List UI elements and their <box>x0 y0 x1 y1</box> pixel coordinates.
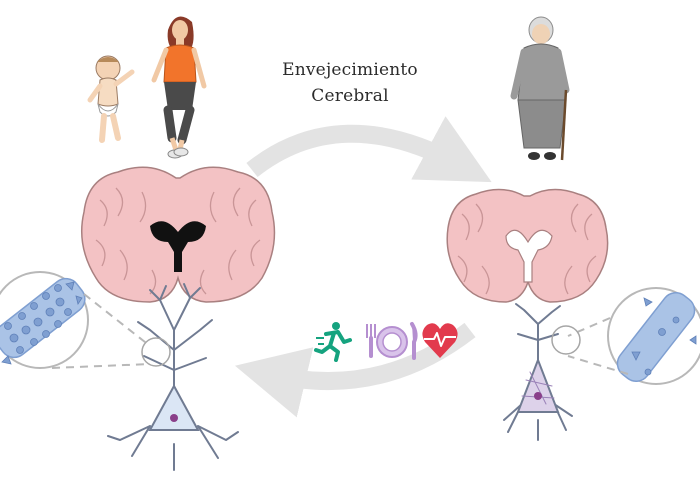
plate-fork-knife-icon <box>366 322 418 360</box>
title-line-2: Cerebral <box>311 86 389 106</box>
baby-figure <box>87 55 135 143</box>
title-line-1: Envejecimiento <box>282 60 418 80</box>
title-block: Envejecimiento Cerebral <box>282 60 418 106</box>
elderly-woman-figure <box>510 16 570 161</box>
young-ventricle <box>150 221 206 272</box>
aged-dendrite-zoom <box>567 287 700 385</box>
young-dendrite-zoom <box>0 271 151 369</box>
aged-ventricle <box>505 229 553 283</box>
aged-neuron <box>503 303 581 441</box>
young-brain <box>81 166 276 303</box>
running-person-icon <box>314 322 352 362</box>
young-woman-figure <box>151 16 207 159</box>
young-neuron <box>107 283 239 471</box>
aged-brain <box>446 188 609 303</box>
aging-arrow-top <box>246 116 492 183</box>
heart-pulse-icon <box>422 323 458 358</box>
